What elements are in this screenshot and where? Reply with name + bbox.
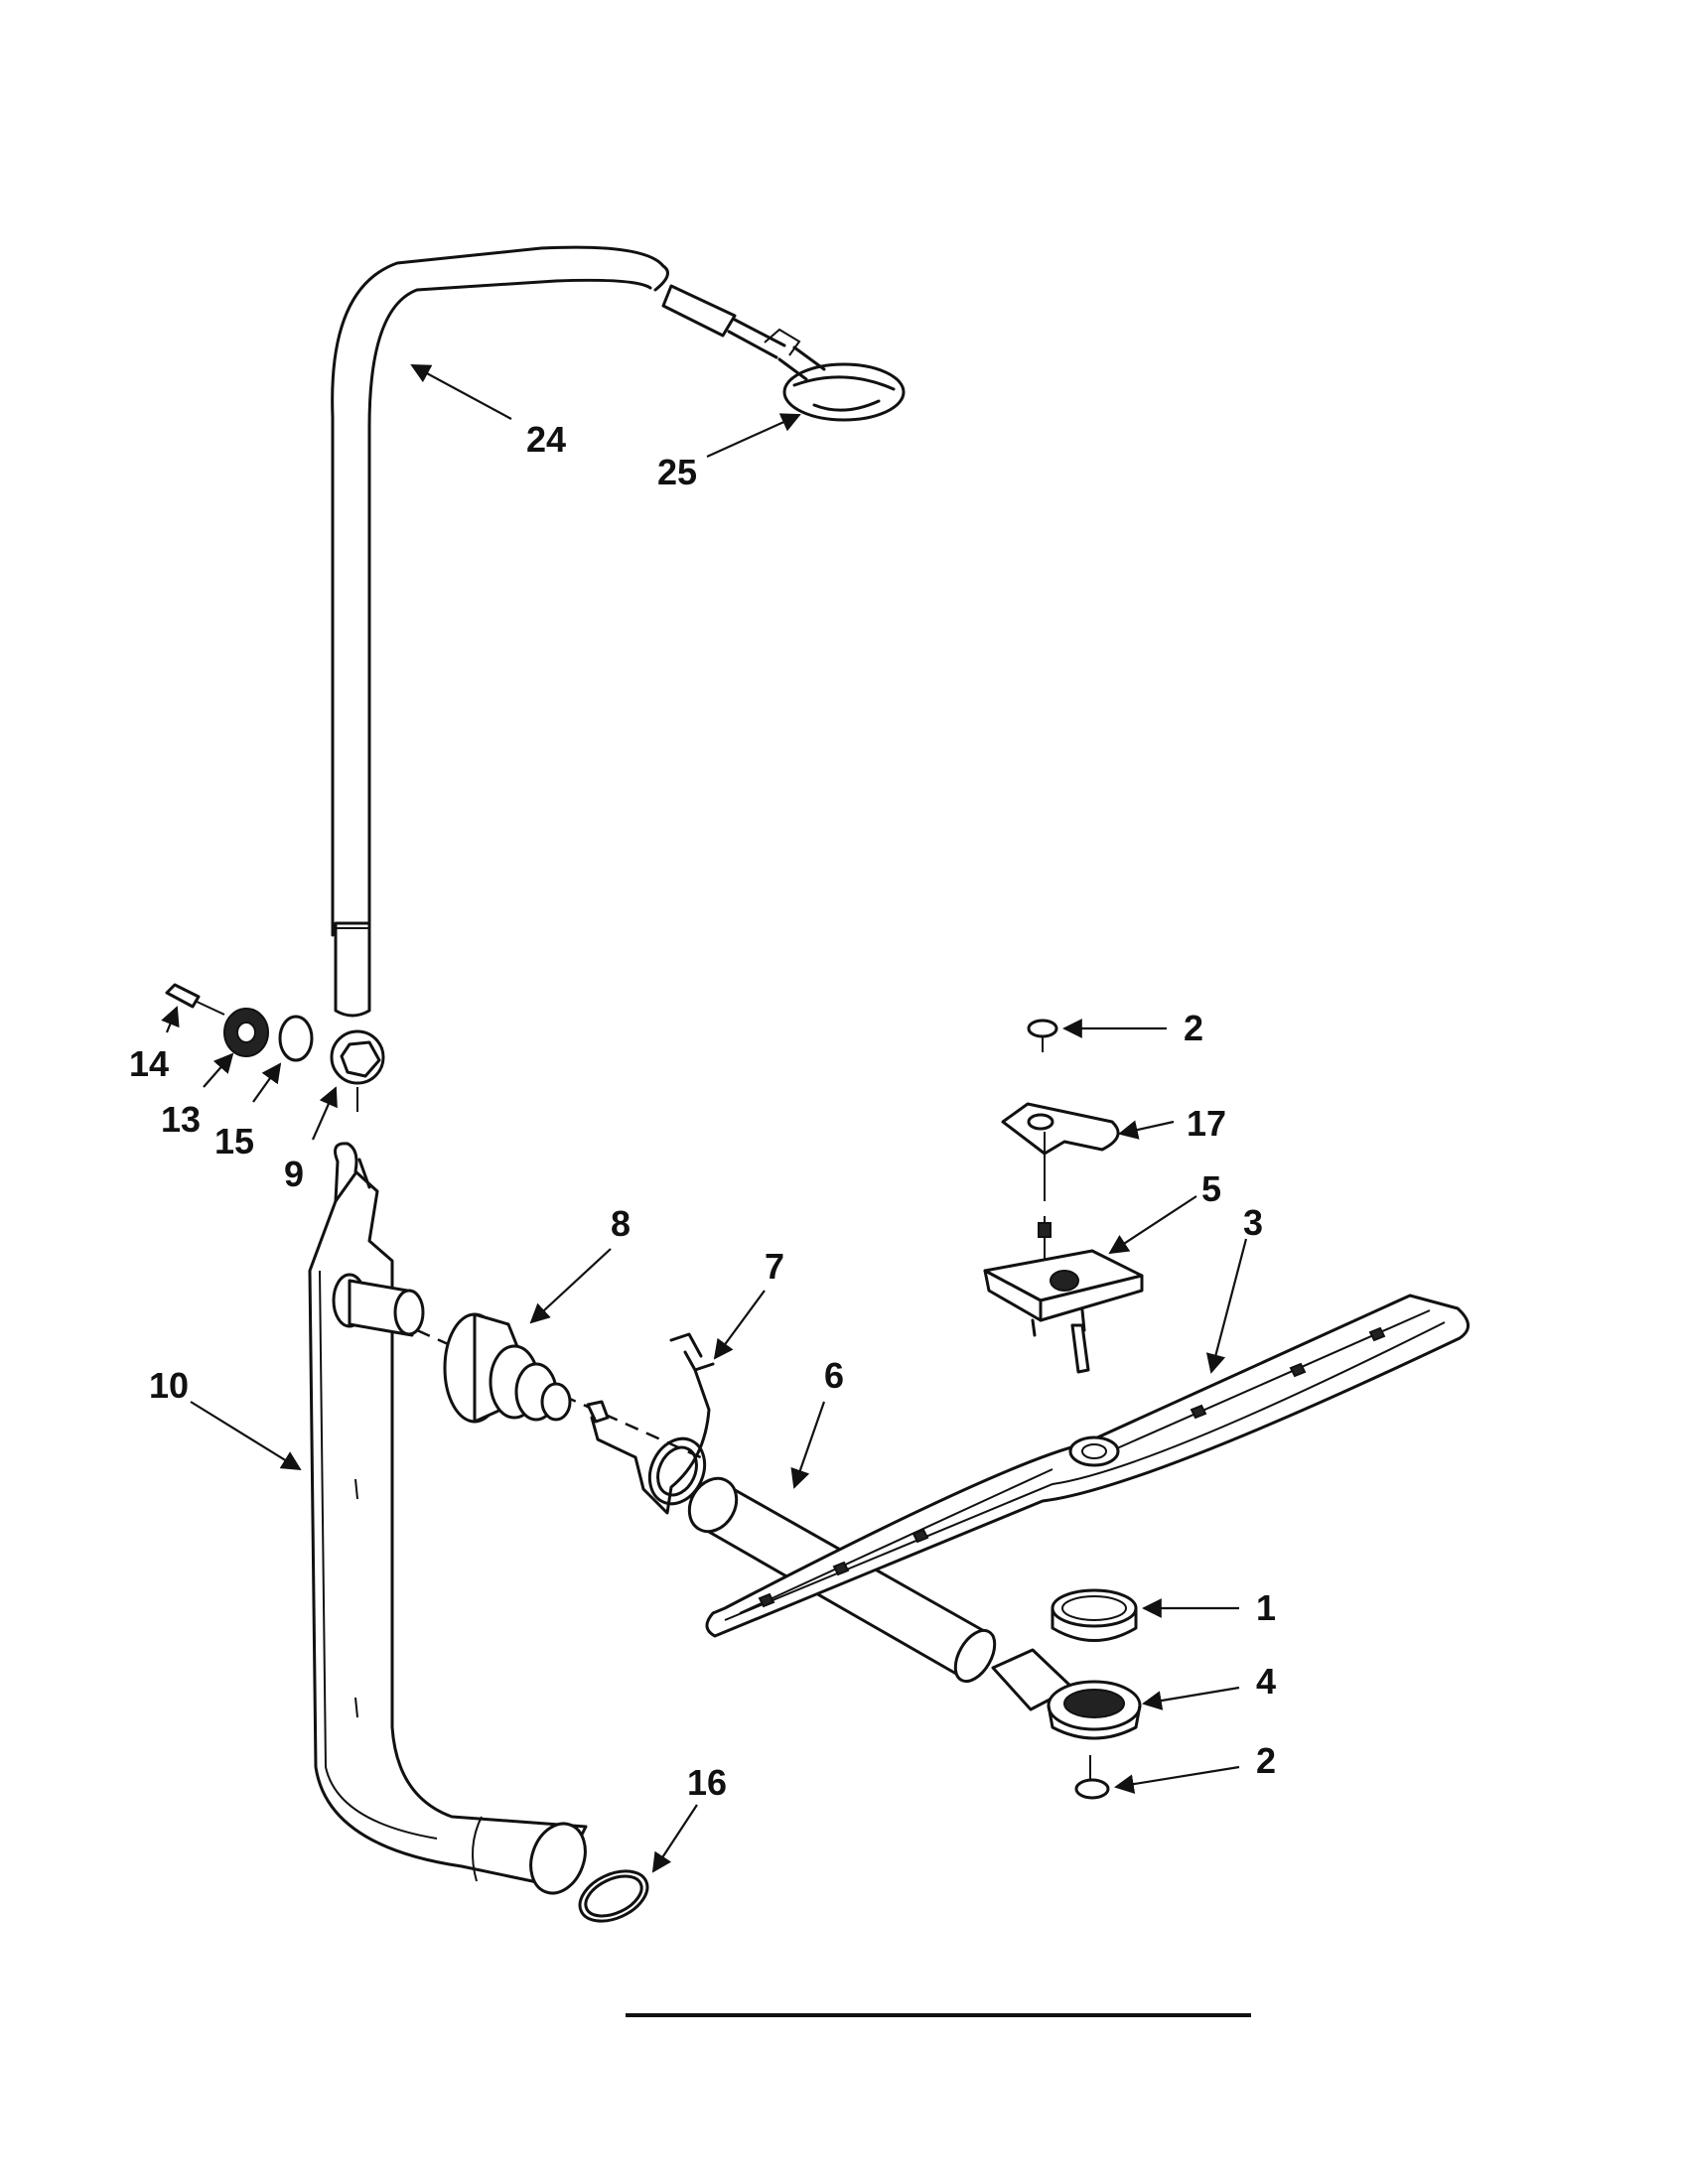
callout-14: 14 [129, 1043, 169, 1084]
o-ring-16 [578, 1869, 649, 1923]
ring-1 [1051, 1588, 1138, 1642]
o-ring-15 [278, 1015, 314, 1062]
callout-2-upper: 2 [1184, 1008, 1203, 1048]
bracket-5 [983, 1216, 1144, 1374]
screw-2-lower [1074, 1755, 1110, 1800]
callout-10: 10 [149, 1365, 189, 1406]
callout-24: 24 [526, 419, 566, 460]
supply-tube-10 [308, 1142, 588, 1895]
spray-head [661, 284, 906, 422]
callout-3: 3 [1243, 1202, 1263, 1243]
callouts: 24 25 14 13 15 9 8 7 6 10 2 17 5 3 1 4 2… [129, 419, 1276, 1803]
callout-9: 9 [284, 1154, 304, 1194]
callout-4: 4 [1256, 1661, 1276, 1702]
callout-15: 15 [214, 1121, 254, 1161]
screw-14 [165, 983, 225, 1016]
bracket-17 [1001, 1102, 1120, 1201]
callout-8: 8 [611, 1203, 631, 1244]
callout-16: 16 [687, 1762, 727, 1803]
cap-13 [223, 1008, 269, 1057]
callout-1: 1 [1256, 1587, 1276, 1628]
callout-6: 6 [824, 1355, 844, 1396]
spray-arm-3 [705, 1294, 1470, 1638]
callout-17: 17 [1187, 1103, 1226, 1144]
callout-2-lower: 2 [1256, 1740, 1276, 1781]
callout-13: 13 [161, 1099, 201, 1140]
screw-2-upper [1027, 1019, 1058, 1052]
seal-8 [443, 1312, 572, 1424]
nut-9 [330, 1029, 385, 1112]
upper-spray-tube [331, 245, 669, 1018]
clip-7 [586, 1332, 715, 1515]
hub-4 [1047, 1680, 1142, 1740]
leader-lines [161, 364, 1248, 1873]
callout-25: 25 [657, 452, 697, 492]
callout-7: 7 [765, 1246, 784, 1287]
callout-5: 5 [1201, 1168, 1221, 1209]
